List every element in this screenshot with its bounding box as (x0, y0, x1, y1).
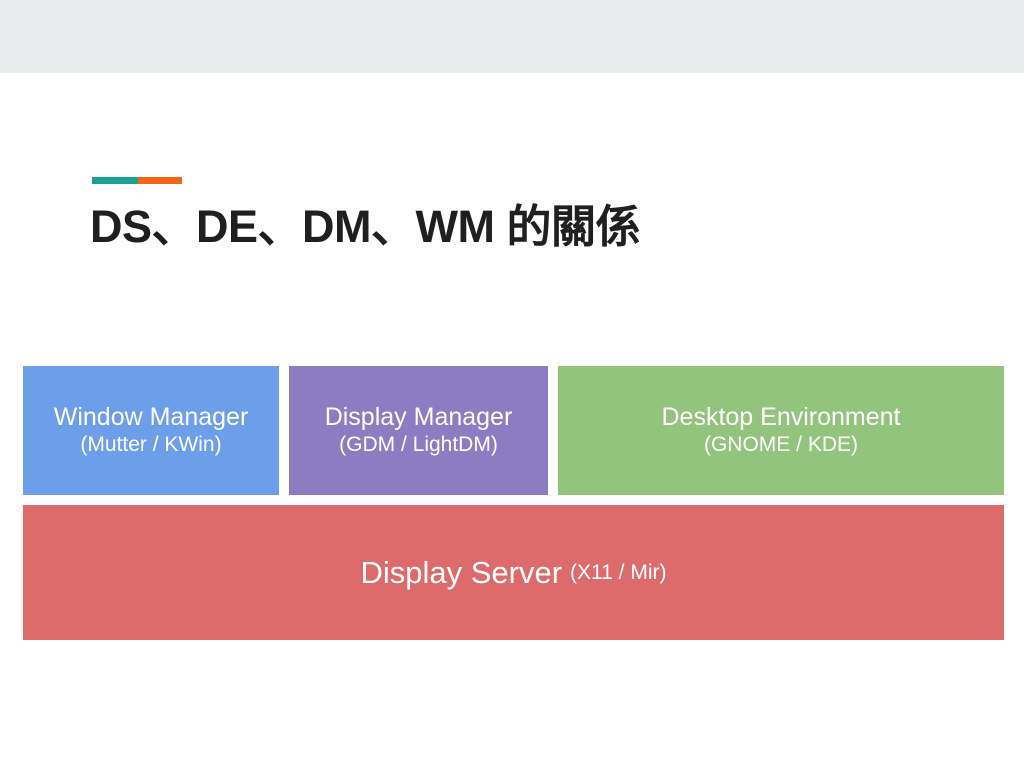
layer-subtitle-desktop-environment: (GNOME / KDE) (703, 433, 858, 457)
layer-title-window-manager: Window Manager (53, 402, 249, 431)
architecture-diagram: Window Manager (Mutter / KWin) Display M… (23, 366, 1004, 640)
layer-subtitle-window-manager: (Mutter / KWin) (80, 433, 222, 457)
accent-segment-orange (138, 177, 182, 184)
layer-box-display-manager: Display Manager (GDM / LightDM) (289, 366, 548, 495)
title-accent-rule (92, 177, 182, 184)
layer-subtitle-display-server: (X11 / Mir) (570, 561, 667, 584)
layer-title-display-server: Display Server (360, 555, 563, 590)
layer-title-display-manager: Display Manager (324, 402, 513, 431)
upper-layer-row: Window Manager (Mutter / KWin) Display M… (23, 366, 1004, 495)
layer-subtitle-display-manager: (GDM / LightDM) (339, 433, 498, 457)
page-title: DS、DE、DM、WM 的關係 (90, 201, 640, 252)
layer-box-desktop-environment: Desktop Environment (GNOME / KDE) (558, 366, 1004, 495)
layer-title-desktop-environment: Desktop Environment (661, 402, 901, 431)
browser-top-strip (0, 0, 1024, 73)
layer-box-window-manager: Window Manager (Mutter / KWin) (23, 366, 279, 495)
slide-canvas: DS、DE、DM、WM 的關係 Window Manager (Mutter /… (0, 73, 1024, 768)
accent-segment-teal (92, 177, 138, 184)
base-layer-row: Display Server (X11 / Mir) (23, 505, 1004, 640)
layer-box-display-server: Display Server (X11 / Mir) (23, 505, 1004, 640)
